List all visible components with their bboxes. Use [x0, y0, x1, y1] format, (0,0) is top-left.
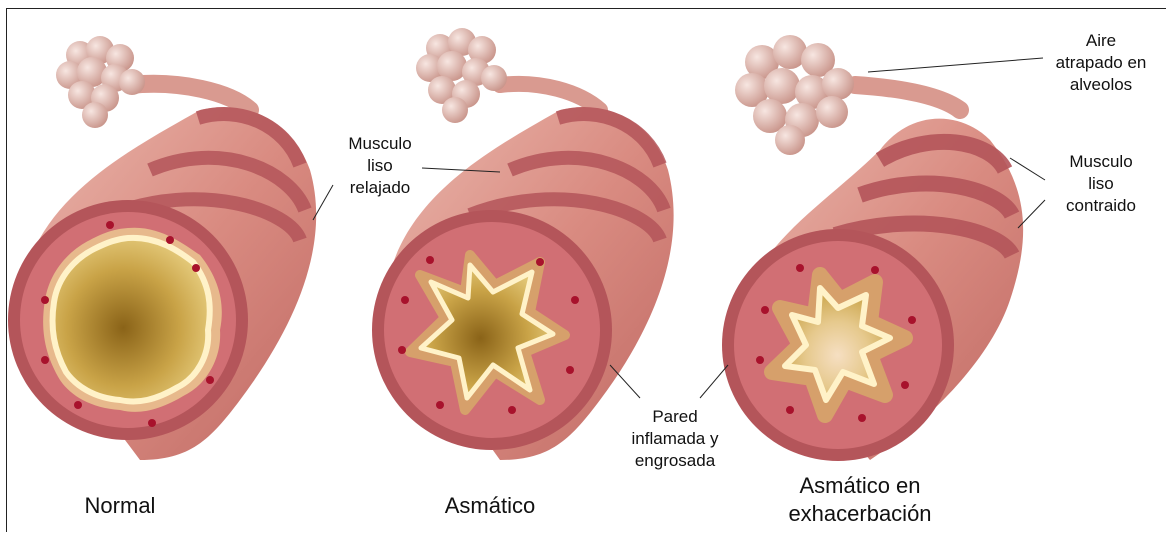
- leader-trapped-air: [868, 58, 1043, 72]
- caption-exacerbation: Asmático en exhacerbación: [760, 472, 960, 528]
- normal-alveoli: [56, 36, 145, 128]
- caption-asthmatic: Asmático: [420, 492, 560, 520]
- relaxed-muscle-label: Musculo liso relajado: [330, 133, 430, 199]
- inflamed-wall-label: Pared inflamada y engrosada: [615, 406, 735, 472]
- leader-inflamed-wall-right: [700, 365, 728, 398]
- leader-inflamed-wall-left: [610, 365, 640, 398]
- normal-airway: [8, 36, 316, 460]
- contracted-muscle-label: Musculo liso contraido: [1040, 151, 1162, 217]
- exacerbation-airway: [722, 35, 1023, 461]
- asthmatic-airway: [372, 28, 674, 460]
- asthmatic-alveoli: [416, 28, 507, 123]
- exacerbation-alveoli: [735, 35, 854, 155]
- caption-normal: Normal: [60, 492, 180, 520]
- trapped-air-label: Aire atrapado en alveolos: [1040, 30, 1162, 96]
